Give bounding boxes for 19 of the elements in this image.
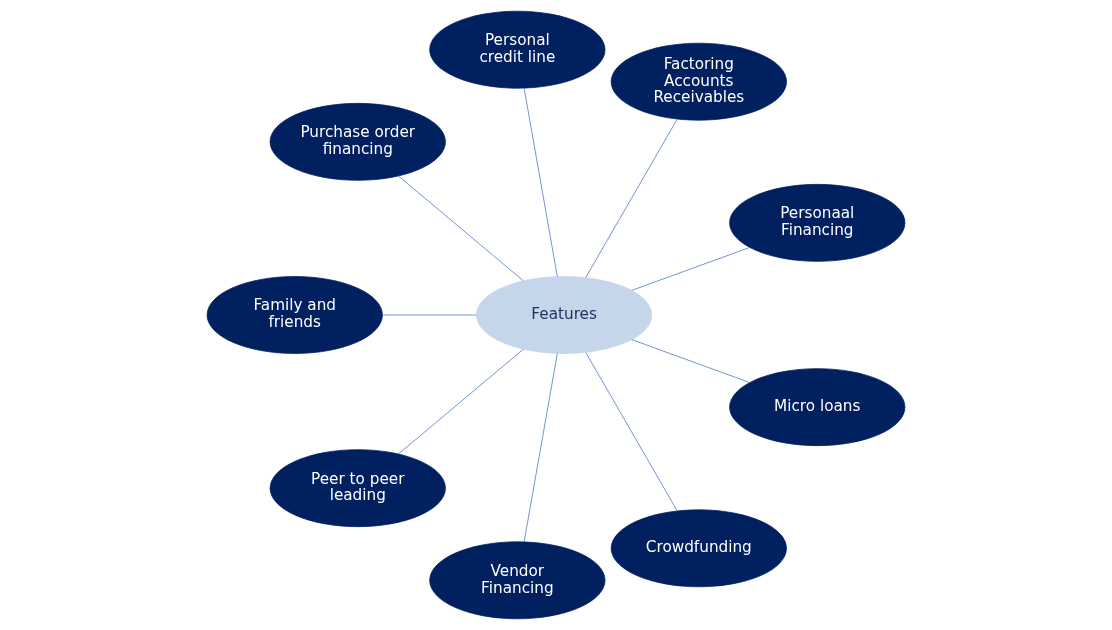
connector: [523, 87, 558, 277]
connector: [398, 175, 524, 282]
connector: [382, 314, 477, 316]
node-ellipse: Purchase order financing: [269, 102, 446, 181]
node-ellipse: Factoring Accounts Receivables: [610, 42, 787, 121]
node-ellipse: Peer to peer leading: [269, 449, 446, 528]
connector: [631, 339, 751, 383]
connector: [523, 353, 558, 543]
node-ellipse: Personal credit line: [429, 10, 606, 89]
connector: [585, 118, 678, 278]
connector: [585, 352, 678, 512]
node-ellipse: Personaal Financing: [729, 184, 906, 262]
node-ellipse: Family and friends: [206, 276, 383, 354]
node-ellipse: Vendor Financing: [429, 541, 606, 620]
node-ellipse: Features: [476, 276, 653, 354]
node-ellipse: Micro loans: [729, 368, 906, 446]
node-ellipse: Crowdfunding: [610, 509, 787, 588]
connector: [631, 247, 751, 291]
connector: [398, 348, 524, 455]
